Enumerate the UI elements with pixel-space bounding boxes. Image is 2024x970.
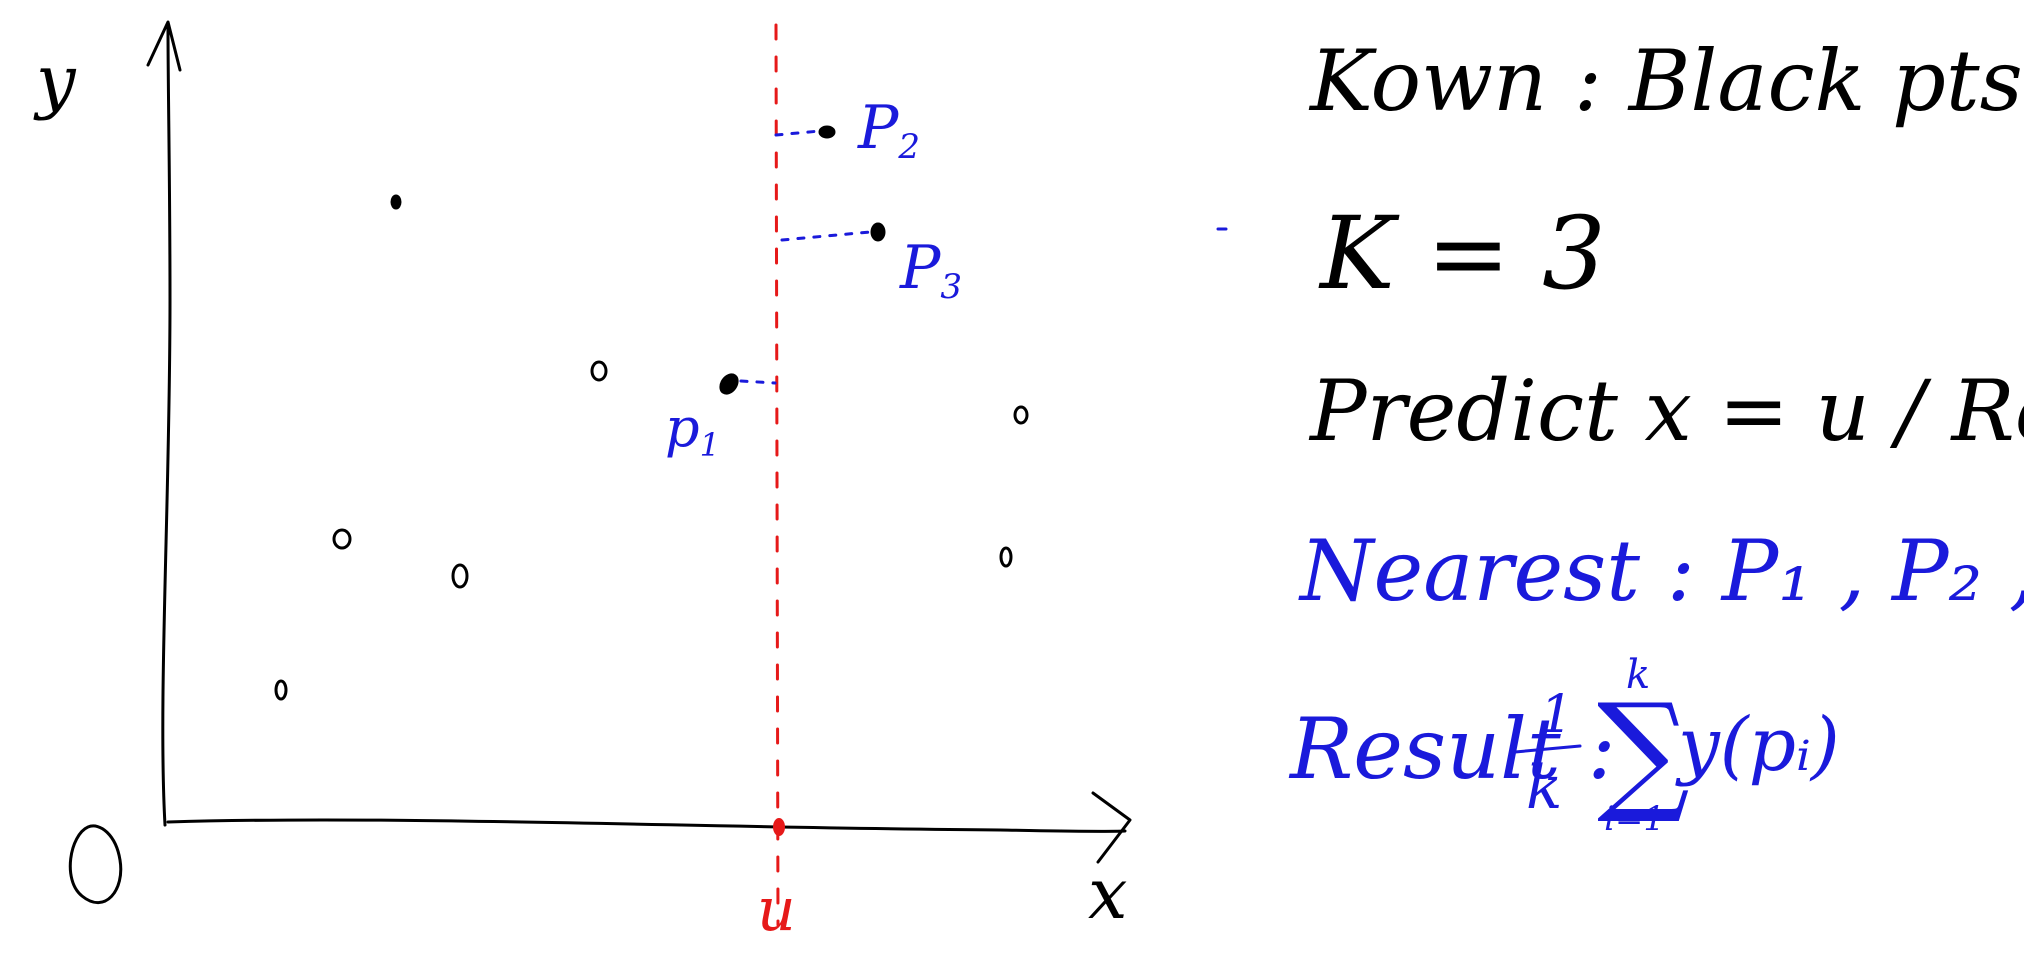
data-point-p2 <box>818 125 836 139</box>
query-line <box>773 23 785 927</box>
sum-term: y(pᵢ) <box>1675 702 1840 788</box>
distance-to-p1 <box>739 379 777 385</box>
note-nearest: Nearest : P₁ , P₂ , P₃ <box>1298 522 2024 620</box>
data-point <box>332 528 352 550</box>
neighbor-label-p3: P3 <box>899 233 962 307</box>
origin-circle <box>68 824 123 904</box>
data-point <box>999 546 1013 568</box>
x-axis <box>166 818 1127 833</box>
note-known: Kown : Black pts <box>1308 32 2023 130</box>
x-axis-label: x <box>1088 853 1127 935</box>
data-point-p3 <box>870 222 886 242</box>
fraction-bar <box>1513 744 1582 754</box>
fraction-denominator: k <box>1526 753 1562 823</box>
fraction-numerator: 1 <box>1540 685 1573 745</box>
y-axis-label: y <box>33 40 77 122</box>
neighbor-label-p1: p1 <box>665 396 720 464</box>
note-k-value: K = 3 <box>1318 195 1606 312</box>
neighbor-labels: p1 P2 P3 <box>665 93 962 464</box>
data-point <box>451 563 469 589</box>
y-axis-arrowhead <box>146 20 182 72</box>
origin-label: O <box>52 959 53 961</box>
distance-markers <box>739 129 1228 385</box>
data-point <box>590 360 608 382</box>
neighbor-label-p2: P2 <box>857 93 920 167</box>
data-point <box>274 679 288 701</box>
query-point-marker <box>773 818 785 836</box>
distance-to-p2 <box>774 129 822 137</box>
notes: Kown : Black pts K = 3 Predict x = u / R… <box>1288 32 2024 839</box>
query-line-label: u <box>757 875 796 945</box>
known-points <box>274 125 1029 701</box>
data-point-p1 <box>719 373 739 395</box>
data-point <box>1013 405 1029 425</box>
axes <box>68 20 1132 904</box>
note-predict: Predict x = u / Red <box>1308 362 2024 460</box>
sum-sign: ∑ <box>1597 675 1690 827</box>
data-point <box>390 194 402 210</box>
sum-lower-limit: i=1 <box>1604 799 1665 839</box>
x-axis-arrowhead <box>1091 791 1132 864</box>
distance-to-p3 <box>780 230 872 242</box>
sum-upper-limit: k <box>1626 652 1650 698</box>
y-axis <box>161 26 172 827</box>
